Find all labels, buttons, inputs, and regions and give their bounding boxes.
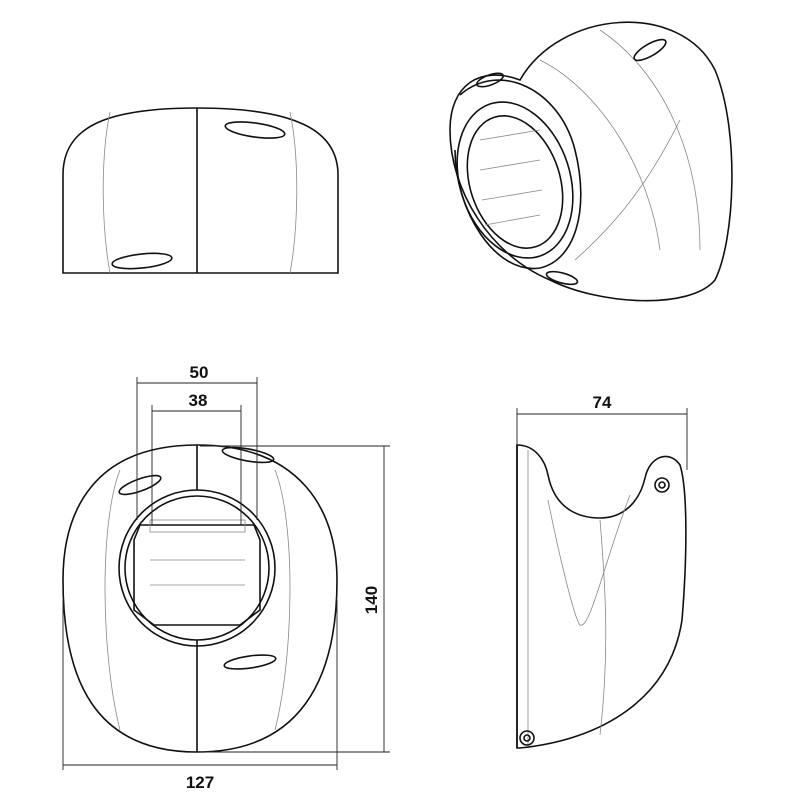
dimension-label-140: 140: [362, 586, 381, 614]
dimension-label-127: 127: [186, 773, 214, 792]
dimension-74: 74: [516, 393, 688, 470]
dimension-label-50: 50: [190, 363, 209, 382]
dimension-38: 38: [151, 391, 242, 525]
dimension-127: 127: [62, 600, 338, 792]
dimension-50: 50: [136, 363, 258, 520]
dimension-140: 140: [200, 445, 390, 753]
front-view: 50 38 140 127: [62, 363, 390, 792]
slot-top: [224, 121, 286, 139]
screw-icon: [519, 730, 535, 746]
dimension-label-38: 38: [189, 391, 208, 410]
slot-bottom: [111, 252, 173, 270]
isometric-view: [449, 21, 733, 302]
iso-opening: [456, 101, 574, 259]
dimension-label-74: 74: [593, 393, 612, 412]
screw-icon: [654, 477, 670, 493]
front-top-view: [62, 107, 339, 274]
side-view: 74: [516, 393, 688, 749]
